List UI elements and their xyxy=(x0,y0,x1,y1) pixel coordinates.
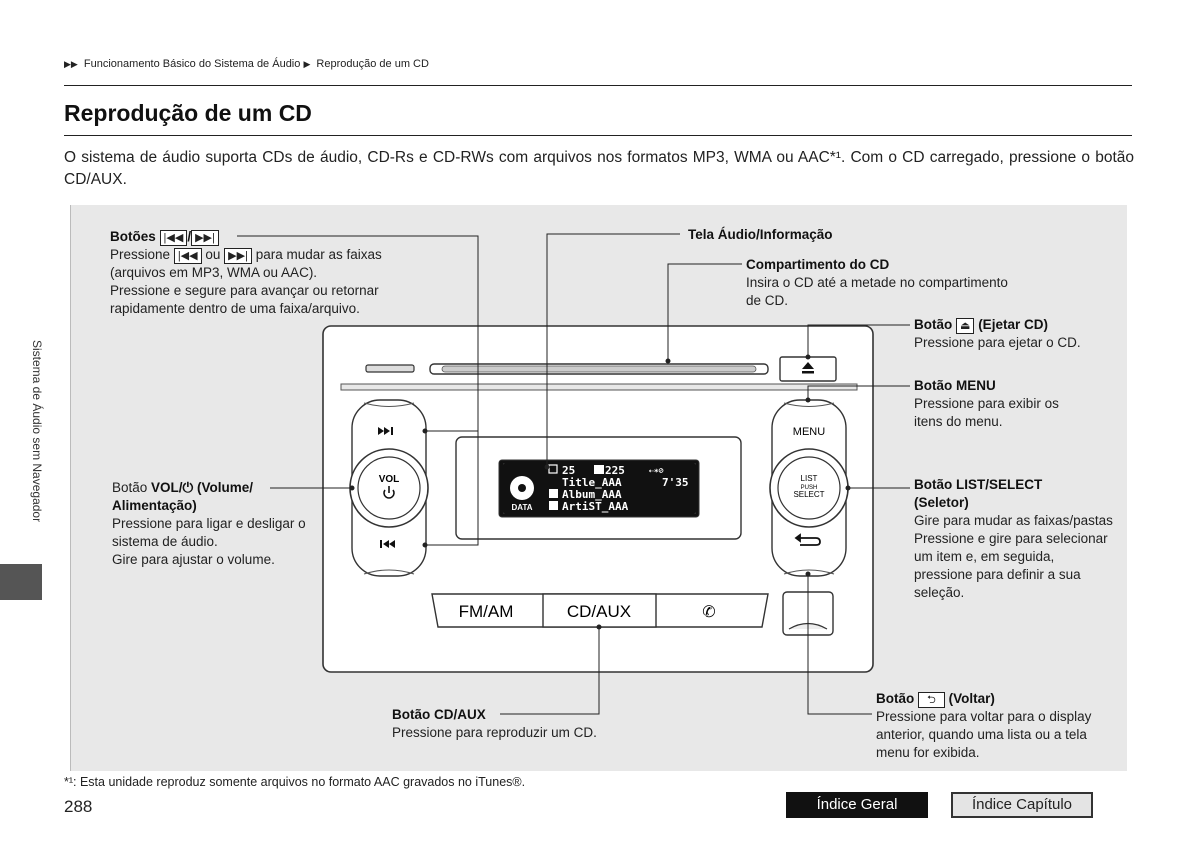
track-icon xyxy=(594,465,604,474)
callout-list-title: Botão LIST/SELECT xyxy=(914,477,1043,492)
lcd-title: Title_AAA xyxy=(562,476,622,489)
skip-forward-key-icon: ▶▶| xyxy=(191,230,219,246)
callout-back: Botão ⮌ (Voltar) Pressione para voltar p… xyxy=(876,690,1121,762)
callout-skip-text-1c: para mudar as faixas xyxy=(255,247,382,262)
callout-screen-title: Tela Áudio/Informação xyxy=(688,227,833,242)
callout-list-text-5: seleção. xyxy=(914,585,965,600)
breadcrumb-item-cd-playback: Reprodução de um CD xyxy=(316,58,429,70)
chapter-side-tab: Sistema de Áudio sem Navegador xyxy=(0,340,44,600)
intro-paragraph: O sistema de áudio suporta CDs de áudio,… xyxy=(64,149,1134,188)
callout-skip-text-3: Pressione e segure para avançar ou retor… xyxy=(110,283,379,298)
callout-list-text-4: pressione para definir a sua xyxy=(914,567,1081,582)
callout-eject: Botão ⏏ (Ejetar CD) Pressione para ejeta… xyxy=(914,316,1114,352)
header-divider xyxy=(64,85,1132,86)
lcd-data-label: DATA xyxy=(511,503,532,512)
callout-eject-title-b: (Ejetar CD) xyxy=(978,317,1048,332)
side-tab-label: Sistema de Áudio sem Navegador xyxy=(30,340,44,523)
lcd-track-number: 225 xyxy=(605,464,625,477)
callout-skip-buttons: Botões |◀◀/▶▶| Pressione |◀◀ ou ▶▶| para… xyxy=(110,228,470,318)
album-icon xyxy=(549,489,558,498)
callout-slot-title: Compartimento do CD xyxy=(746,257,890,272)
callout-skip-slash: / xyxy=(187,229,192,244)
menu-button-label: MENU xyxy=(793,426,825,438)
callout-cdaux-title: Botão CD/AUX xyxy=(392,707,486,722)
callout-list-text-2: Pressione e gire para selecionar xyxy=(914,531,1108,546)
general-index-button[interactable]: Índice Geral xyxy=(786,792,928,818)
push-label: PUSH xyxy=(801,485,818,491)
callout-skip-text-2: (arquivos em MP3, WMA ou AAC). xyxy=(110,265,318,280)
callout-back-text-2: anterior, quando uma lista ou a tela xyxy=(876,727,1087,742)
callout-back-text-1: Pressione para voltar para o display xyxy=(876,709,1092,724)
callout-vol-title-a: Botão xyxy=(112,480,148,495)
footnote: *¹: Esta unidade reproduz somente arquiv… xyxy=(64,775,526,789)
callout-list-text-1: Gire para mudar as faixas/pastas xyxy=(914,513,1113,528)
callout-skip-text-4: rapidamente dentro de uma faixa/arquivo. xyxy=(110,301,360,316)
callout-menu: Botão MENU Pressione para exibir os iten… xyxy=(914,377,1114,431)
callout-skip-title: Botões xyxy=(110,229,156,244)
cd-aux-button[interactable] xyxy=(542,593,657,628)
skip-back-icon xyxy=(380,540,395,548)
callout-menu-text-1: Pressione para exibir os xyxy=(914,396,1059,411)
callout-cdaux-text-1: Pressione para reproduzir um CD. xyxy=(392,725,597,740)
phone-icon: ✆ xyxy=(702,602,715,621)
callout-slot-text-1: Insira o CD até a metade no compartiment… xyxy=(746,275,1008,290)
unit-left-indicator xyxy=(365,364,415,373)
skip-back-key-icon: |◀◀ xyxy=(173,248,202,264)
callout-screen: Tela Áudio/Informação xyxy=(688,226,833,244)
cd-slot-inner xyxy=(441,365,757,373)
double-arrow-icon: ▶▶ xyxy=(64,59,78,69)
callout-vol-text-2: sistema de áudio. xyxy=(112,534,218,549)
back-arrow-icon xyxy=(794,533,821,546)
fm-am-button-label: FM/AM xyxy=(459,602,514,621)
power-icon xyxy=(383,486,395,499)
callout-vol-text-1: Pressione para ligar e desligar o xyxy=(112,516,306,531)
callout-slot-text-2: de CD. xyxy=(746,293,789,308)
callout-vol-title-c: Alimentação) xyxy=(112,498,197,513)
callout-skip-text-1b: ou xyxy=(205,247,221,262)
list-label: LIST xyxy=(801,474,818,483)
callout-menu-title: Botão MENU xyxy=(914,378,996,393)
page-number: 288 xyxy=(64,797,93,816)
callout-cd-aux: Botão CD/AUX Pressione para reproduzir u… xyxy=(392,706,652,742)
page-title: Reprodução de um CD xyxy=(64,100,312,126)
title-divider xyxy=(64,135,1132,136)
callout-vol-text-3: Gire para ajustar o volume. xyxy=(112,552,275,567)
callout-eject-text-1: Pressione para ejetar o CD. xyxy=(914,335,1081,350)
skip-forward-key-icon: ▶▶| xyxy=(224,248,252,264)
select-label: SELECT xyxy=(793,490,824,499)
side-tab-marker xyxy=(0,564,42,600)
callout-list-select: Botão LIST/SELECT (Seletor) Gire para mu… xyxy=(914,476,1129,602)
breadcrumb-item-audio-basics[interactable]: Funcionamento Básico do Sistema de Áudio xyxy=(83,58,301,70)
cd-disc-icon xyxy=(510,476,534,500)
arrow-right-icon: ▶ xyxy=(303,59,311,69)
usb-bluetooth-icons: ⇠∗⊘ xyxy=(649,466,664,475)
skip-back-key-icon: |◀◀ xyxy=(159,230,188,246)
lcd-folder-number: 25 xyxy=(562,464,575,477)
eject-key-icon: ⏏ xyxy=(956,318,975,334)
lcd-album: Album_AAA xyxy=(562,488,622,501)
vol-knob-label: VOL xyxy=(379,474,400,485)
back-key-icon: ⮌ xyxy=(918,692,945,708)
callout-skip-text-1a: Pressione xyxy=(110,247,171,262)
callout-vol: Botão VOL/⏻ (Volume/ Alimentação) Pressi… xyxy=(112,479,327,569)
eject-icon xyxy=(802,362,814,374)
callout-back-title-a: Botão xyxy=(876,691,915,706)
callout-list-title-2: (Seletor) xyxy=(914,495,969,510)
skip-forward-icon xyxy=(378,427,393,435)
breadcrumb: ▶▶ Funcionamento Básico do Sistema de Áu… xyxy=(64,58,429,70)
callout-back-title-b: (Voltar) xyxy=(948,691,995,706)
cd-aux-button-label: CD/AUX xyxy=(567,602,631,621)
callout-back-text-3: menu for exibida. xyxy=(876,745,980,760)
lcd-artist: ArtiST_AAA xyxy=(562,500,629,513)
callout-list-text-3: um item e, em seguida, xyxy=(914,549,1055,564)
artist-icon xyxy=(549,501,558,510)
lcd-time: 7'35 xyxy=(662,476,689,489)
folder-icon xyxy=(548,464,558,474)
callout-cd-slot: Compartimento do CD Insira o CD até a me… xyxy=(746,256,1066,310)
callout-vol-title-b: VOL/⏻ (Volume/ xyxy=(151,480,253,495)
callout-eject-title-a: Botão xyxy=(914,317,953,332)
callout-menu-text-2: itens do menu. xyxy=(914,414,1003,429)
chapter-index-button[interactable]: Índice Capítulo xyxy=(951,792,1093,818)
